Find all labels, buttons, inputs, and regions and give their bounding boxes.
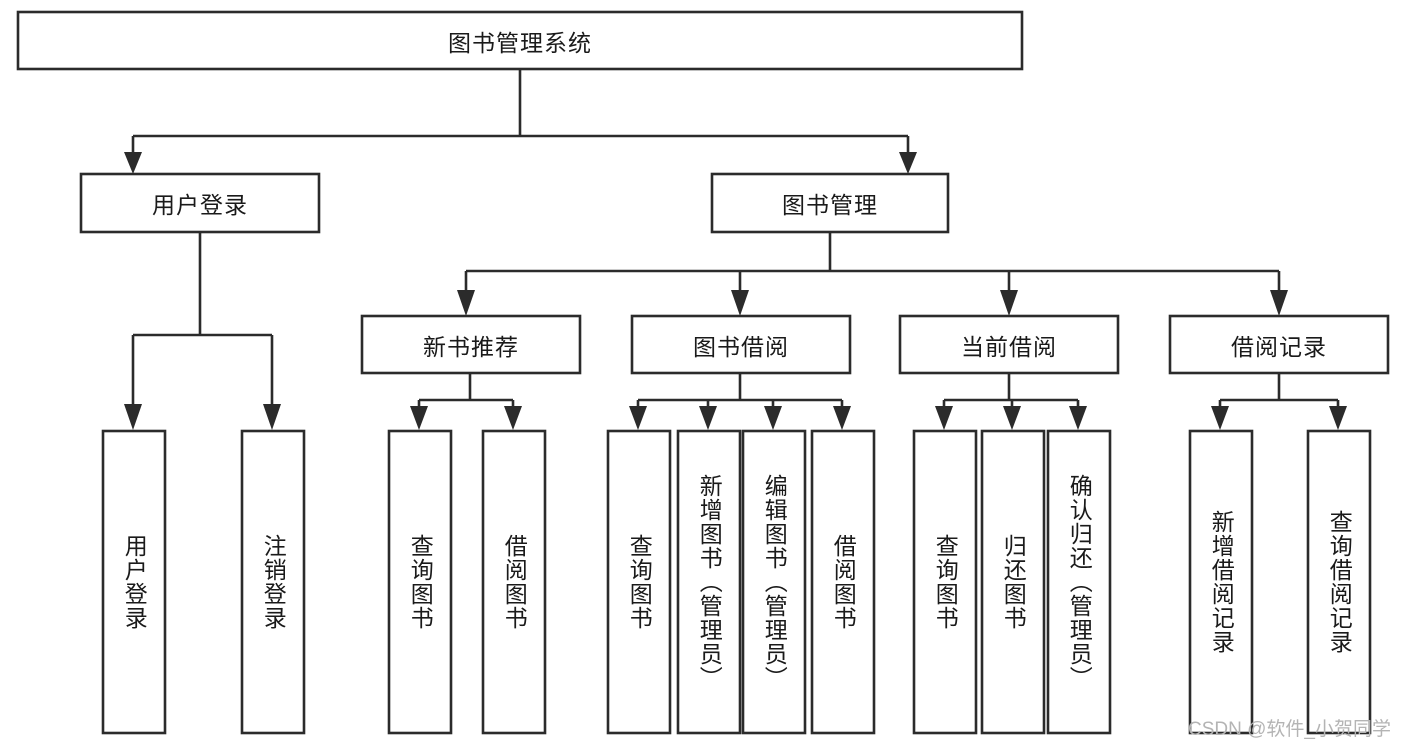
arrow-head-cb-return-book [1003, 406, 1021, 430]
arrow-head-nbr-borrow-book [504, 406, 522, 430]
node-box-leaf-logout[interactable] [240, 429, 306, 735]
connector-group-new-book-rec-children [410, 373, 522, 430]
arrow-head-cb-query-book [935, 406, 953, 430]
arrow-head-new-book-rec [457, 290, 475, 316]
connector-group-current-borrow-children [935, 373, 1087, 430]
node-box-book-management[interactable] [710, 172, 950, 234]
node-box-leaf-br-query-record[interactable] [1306, 429, 1372, 735]
node-box-leaf-bb-query-book[interactable] [606, 429, 672, 735]
node-box-leaf-cb-query-book[interactable] [912, 429, 978, 735]
arrow-head-cb-confirm-return [1069, 406, 1087, 430]
arrow-head-book-mgmt [899, 152, 917, 174]
arrow-head-br-add-record [1211, 406, 1229, 430]
node-box-leaf-bb-add-book[interactable] [676, 429, 742, 735]
node-box-leaf-cb-confirm-return[interactable] [1046, 429, 1112, 735]
arrow-head-current-borrow [1000, 290, 1018, 316]
arrow-head-borrow-record [1270, 290, 1288, 316]
arrow-head-nbr-query-book [410, 406, 428, 430]
node-box-leaf-br-add-record[interactable] [1188, 429, 1254, 735]
node-box-borrow-record[interactable] [1168, 314, 1390, 375]
arrow-head-book-borrow [731, 290, 749, 316]
node-box-new-book-recommend[interactable] [360, 314, 582, 375]
node-box-root[interactable] [16, 10, 1024, 71]
connector-group-book-borrow-children [629, 373, 851, 430]
arrow-head-leaf-user-login [124, 404, 142, 430]
node-box-leaf-bb-borrow-book[interactable] [810, 429, 876, 735]
arrow-head-bb-edit-book [764, 406, 782, 430]
node-box-leaf-nbr-query-book[interactable] [387, 429, 453, 735]
connector-group-book-mgmt-children [457, 232, 1288, 316]
connector-group-root-to-level1 [124, 69, 917, 174]
node-box-user-login[interactable] [79, 172, 321, 234]
arrow-head-bb-borrow-book [833, 406, 851, 430]
node-box-leaf-user-login[interactable] [101, 429, 167, 735]
arrow-head-leaf-logout [263, 404, 281, 430]
node-box-leaf-bb-edit-book[interactable] [741, 429, 807, 735]
node-box-leaf-nbr-borrow-book[interactable] [481, 429, 547, 735]
arrow-head-br-query-record [1329, 406, 1347, 430]
connector-group-user-login-children [124, 232, 281, 430]
node-box-current-borrow[interactable] [898, 314, 1120, 375]
node-box-leaf-cb-return-book[interactable] [980, 429, 1046, 735]
arrow-head-user-login [124, 152, 142, 174]
connector-group-borrow-record-children [1211, 373, 1347, 430]
arrow-head-bb-query-book [629, 406, 647, 430]
arrow-head-bb-add-book [699, 406, 717, 430]
node-box-book-borrow[interactable] [630, 314, 852, 375]
